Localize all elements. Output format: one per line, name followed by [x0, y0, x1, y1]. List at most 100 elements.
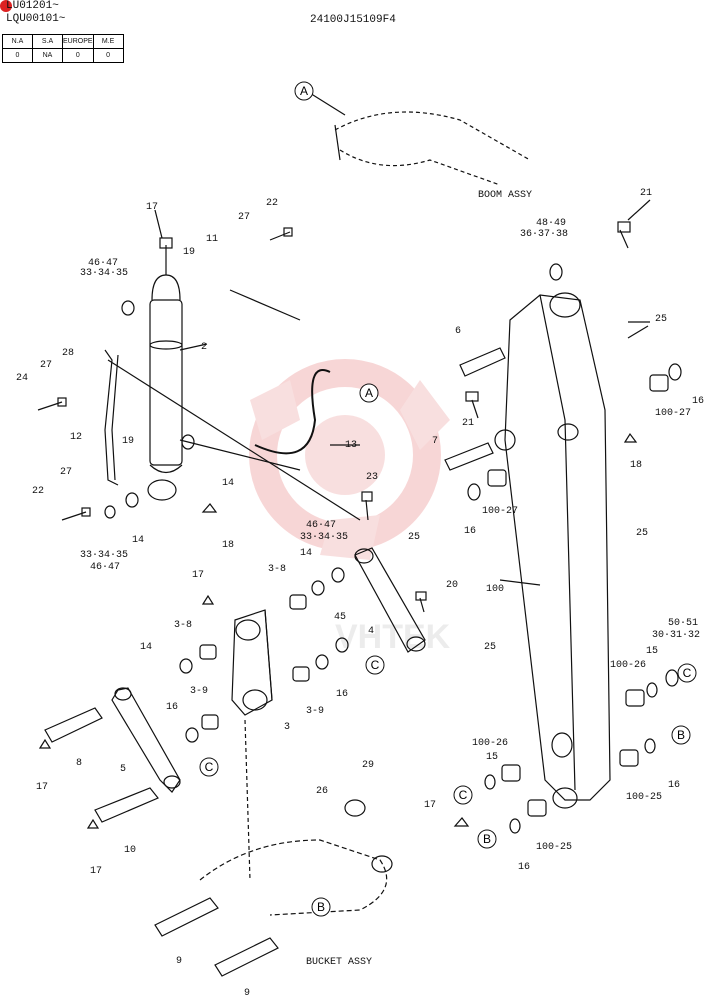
group-label: 33·34·35: [80, 550, 129, 561]
callout-c-link4: C: [365, 655, 385, 675]
serial-range-2: LQU00101~: [6, 13, 66, 25]
part-label: 14: [140, 642, 153, 653]
part-label: 25: [655, 314, 668, 325]
callout-group: A A B B B C C C C: [199, 81, 697, 917]
part-label: 16: [166, 702, 179, 713]
group-label: 46·47: [88, 258, 119, 269]
part-label: 3-9: [190, 686, 209, 697]
callout-b-bucket: B: [311, 897, 331, 917]
part-label: 21: [462, 418, 475, 429]
part-label: 21: [640, 188, 653, 199]
part-label: 3: [284, 722, 291, 733]
red-marker-dot: [0, 0, 12, 12]
callout-b-arm-right: B: [671, 725, 691, 745]
part-label: 5: [120, 764, 127, 775]
group-label: 30·31·32: [652, 630, 701, 641]
part-label: 12: [70, 432, 83, 443]
svg-text:C: C: [371, 658, 380, 672]
part-label: 2: [201, 342, 208, 353]
spec-table-value-row: 0 NA 0 0: [2, 48, 124, 63]
part-label: 16: [336, 689, 349, 700]
spec-value-na: 0: [2, 48, 33, 63]
part-label: 100-25: [536, 842, 573, 853]
svg-text:B: B: [483, 832, 491, 846]
part-label: 19: [122, 436, 135, 447]
part-label: 100-27: [655, 408, 692, 419]
svg-text:C: C: [459, 788, 468, 802]
part-label: 27: [60, 467, 73, 478]
part-label: 100-25: [626, 792, 663, 803]
part-label: 16: [464, 526, 477, 537]
group-label: 46·47: [90, 562, 121, 573]
part-label: 22: [32, 486, 45, 497]
part-label: 15: [486, 752, 499, 763]
boom-assy-label: BOOM ASSY: [478, 190, 533, 201]
part-label: 27: [40, 360, 53, 371]
part-label: 3-8: [174, 620, 193, 631]
svg-text:C: C: [205, 760, 214, 774]
part-label: 100-26: [610, 660, 647, 671]
part-label: 25: [484, 642, 497, 653]
spec-value-me: 0: [92, 48, 124, 63]
part-label: 18: [630, 460, 643, 471]
part-label: 7: [432, 436, 439, 447]
svg-text:C: C: [683, 666, 692, 680]
svg-text:A: A: [300, 84, 308, 98]
part-label: 17: [90, 866, 103, 877]
part-label: 18: [222, 540, 235, 551]
part-label: 100-26: [472, 738, 509, 749]
part-label: 14: [300, 548, 313, 559]
callout-a-hose: A: [359, 383, 379, 403]
spec-value-sa: NA: [32, 48, 63, 63]
part-label: 100: [486, 584, 505, 595]
group-label: 46·47: [306, 520, 337, 531]
part-label: 24: [16, 373, 29, 384]
part-label: 23: [366, 472, 379, 483]
part-label: 16: [692, 396, 705, 407]
part-label: 16: [518, 862, 531, 873]
svg-text:B: B: [317, 900, 325, 914]
part-label: 25: [408, 532, 421, 543]
callout-b-arm-bottom: B: [477, 829, 497, 849]
part-label: 10: [124, 845, 137, 856]
part-label: 19: [183, 247, 196, 258]
part-label: 28: [62, 348, 75, 359]
part-label: 22: [266, 198, 279, 209]
part-label: 17: [36, 782, 49, 793]
group-label: 50·51: [668, 618, 699, 629]
line-art: [37, 89, 682, 977]
callout-c-arm-left: C: [453, 785, 473, 805]
part-label: 3-8: [268, 564, 287, 575]
part-label: 13: [345, 440, 358, 451]
part-label: 17: [424, 800, 437, 811]
part-label: 17: [146, 202, 159, 213]
part-label: 4: [368, 626, 375, 637]
part-label: 20: [446, 580, 459, 591]
serial-range-1: LU01201~: [6, 0, 59, 12]
part-label: 3-9: [306, 706, 325, 717]
svg-text:B: B: [677, 728, 685, 742]
part-label: 26: [316, 786, 329, 797]
part-label: 15: [646, 646, 659, 657]
part-label: 6: [455, 326, 462, 337]
callout-a-boom: A: [294, 81, 314, 101]
part-label: 8: [76, 758, 83, 769]
part-label: 11: [206, 234, 219, 245]
part-label: 100-27: [482, 506, 519, 517]
group-label: 33·34·35: [300, 532, 349, 543]
callout-c-link5: C: [199, 757, 219, 777]
part-label: 45: [334, 612, 347, 623]
part-label: 16: [668, 780, 681, 791]
part-label: 29: [362, 760, 375, 771]
part-label: 17: [192, 570, 205, 581]
svg-text:A: A: [365, 386, 373, 400]
bucket-assy-label: BUCKET ASSY: [306, 957, 373, 968]
part-label: 14: [132, 535, 145, 546]
part-label: 9: [244, 988, 251, 999]
part-label: 14: [222, 478, 235, 489]
callout-c-arm-right: C: [677, 663, 697, 683]
group-label: 48·49: [536, 218, 567, 229]
document-number: 24100J15109F4: [310, 14, 396, 26]
part-label: 27: [238, 212, 251, 223]
